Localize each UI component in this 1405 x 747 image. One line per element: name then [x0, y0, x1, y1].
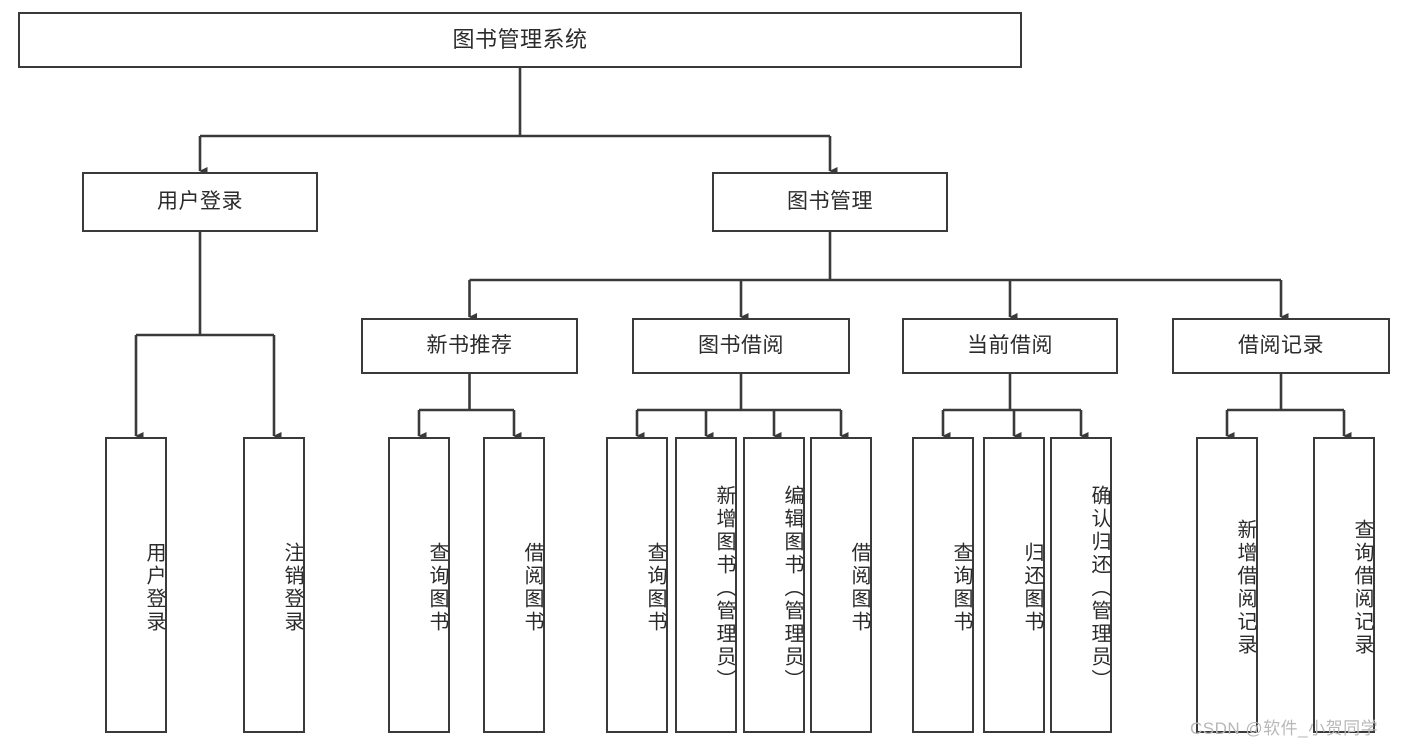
- node-book-borrow-label: 图书借阅: [698, 333, 784, 357]
- node-leaf-label: 用户登录: [143, 542, 165, 634]
- node-leaf-label: 查询图书: [644, 542, 666, 634]
- node-leaf-label: 归还图书: [1021, 542, 1043, 634]
- node-current-borrow[interactable]: 当前借阅: [902, 318, 1118, 374]
- node-leaf-label: 确认归还（管理员）: [1088, 484, 1110, 692]
- node-leaf-edit-book[interactable]: 编辑图书（管理员）: [743, 437, 805, 733]
- node-leaf-user-login[interactable]: 用户登录: [105, 437, 167, 733]
- node-leaf-label: 编辑图书（管理员）: [781, 484, 803, 692]
- node-leaf-return-book[interactable]: 归还图书: [983, 437, 1045, 733]
- node-book-borrow[interactable]: 图书借阅: [632, 318, 850, 374]
- node-root-label: 图书管理系统: [452, 27, 588, 53]
- node-leaf-add-record[interactable]: 新增借阅记录: [1196, 437, 1258, 733]
- node-borrow-record[interactable]: 借阅记录: [1172, 318, 1390, 374]
- node-leaf-confirm-return[interactable]: 确认归还（管理员）: [1050, 437, 1112, 733]
- node-new-book-rec[interactable]: 新书推荐: [361, 318, 578, 374]
- node-user-login-label: 用户登录: [157, 189, 243, 213]
- node-leaf-label: 注销登录: [281, 542, 303, 634]
- node-leaf-logout[interactable]: 注销登录: [243, 437, 305, 733]
- node-leaf-label: 借阅图书: [521, 542, 543, 634]
- node-leaf-label: 新增图书（管理员）: [713, 484, 735, 692]
- node-leaf-add-book[interactable]: 新增图书（管理员）: [675, 437, 737, 733]
- node-leaf-query-book-3[interactable]: 查询图书: [912, 437, 974, 733]
- node-leaf-label: 借阅图书: [848, 542, 870, 634]
- node-leaf-borrow-book-1[interactable]: 借阅图书: [483, 437, 545, 733]
- node-leaf-query-book-1[interactable]: 查询图书: [388, 437, 450, 733]
- node-root[interactable]: 图书管理系统: [18, 12, 1022, 68]
- node-leaf-label: 查询图书: [950, 542, 972, 634]
- node-leaf-label: 新增借阅记录: [1234, 519, 1256, 657]
- node-borrow-record-label: 借阅记录: [1238, 333, 1324, 357]
- node-current-borrow-label: 当前借阅: [967, 333, 1053, 357]
- node-leaf-query-book-2[interactable]: 查询图书: [606, 437, 668, 733]
- node-new-book-rec-label: 新书推荐: [426, 333, 513, 357]
- node-user-login[interactable]: 用户登录: [82, 172, 318, 232]
- node-leaf-borrow-book-2[interactable]: 借阅图书: [810, 437, 872, 733]
- node-book-manage[interactable]: 图书管理: [712, 172, 948, 232]
- watermark-credit: CSDN @软件_小贺同学: [1190, 719, 1379, 738]
- node-leaf-label: 查询借阅记录: [1351, 519, 1373, 657]
- node-leaf-label: 查询图书: [426, 542, 448, 634]
- node-leaf-query-record[interactable]: 查询借阅记录: [1313, 437, 1375, 733]
- node-book-manage-label: 图书管理: [787, 189, 873, 213]
